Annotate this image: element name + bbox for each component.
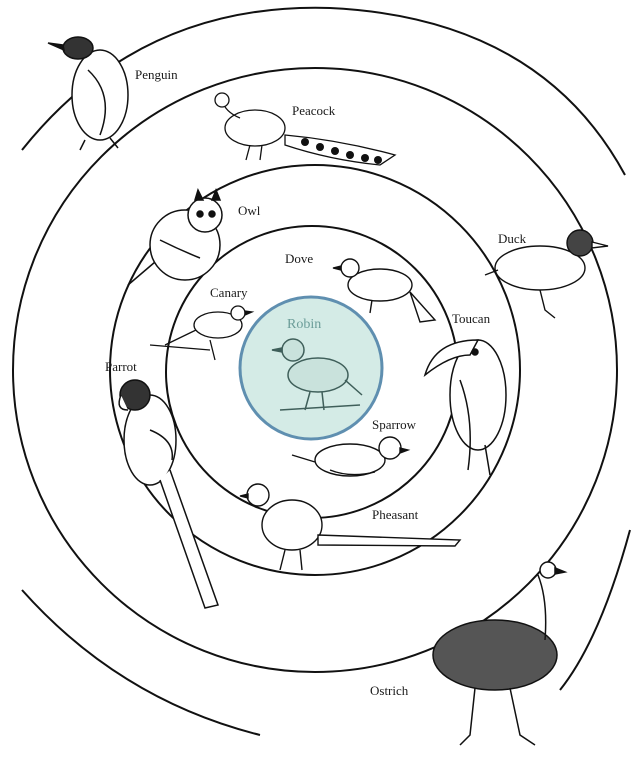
canary-icon <box>150 306 252 360</box>
sparrow-icon <box>292 437 408 476</box>
ostrich-icon <box>433 562 565 745</box>
label-penguin: Penguin <box>135 68 178 81</box>
ring-outer-right <box>560 530 630 690</box>
label-peacock: Peacock <box>292 104 335 117</box>
label-owl: Owl <box>238 204 260 217</box>
label-parrot: Parrot <box>105 360 137 373</box>
center-label: Robin <box>287 318 321 332</box>
owl-icon <box>128 190 222 285</box>
label-dove: Dove <box>285 252 313 265</box>
ring-outer-bottom <box>22 590 260 735</box>
parrot-icon <box>119 380 218 608</box>
toucan-icon <box>425 340 506 475</box>
label-ostrich: Ostrich <box>370 684 408 697</box>
label-duck: Duck <box>498 232 526 245</box>
pheasant-icon <box>240 484 460 570</box>
label-pheasant: Pheasant <box>372 508 418 521</box>
label-canary: Canary <box>210 286 248 299</box>
label-sparrow: Sparrow <box>372 418 416 431</box>
label-toucan: Toucan <box>452 312 490 325</box>
penguin-icon <box>48 37 128 150</box>
